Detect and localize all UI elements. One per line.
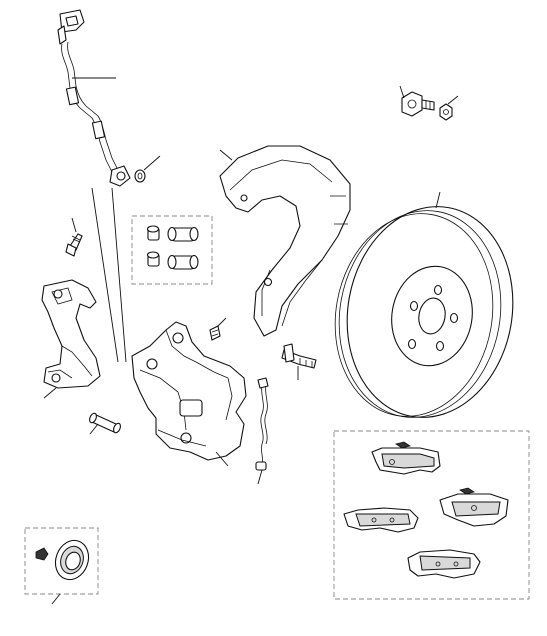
caliper-carrier-icon[interactable] <box>41 279 101 389</box>
guide-pin-kit-icon[interactable] <box>146 225 199 270</box>
brake-pad-set-icon[interactable] <box>343 441 509 579</box>
dust-shield-leader <box>219 149 233 161</box>
sensor-leader <box>257 469 263 485</box>
washer-leader <box>143 155 161 171</box>
top-washer-leader <box>447 95 459 105</box>
piston-seal-kit-box <box>24 527 99 595</box>
seal-kit-icon[interactable] <box>35 536 94 585</box>
wear-sensor-icon[interactable] <box>255 377 269 471</box>
bolt-icon[interactable] <box>401 91 435 117</box>
bleed-leader <box>71 217 77 233</box>
brake-caliper-icon[interactable] <box>131 321 247 461</box>
guide-pin-icon[interactable] <box>88 412 122 434</box>
guide-pin-leader <box>89 423 99 435</box>
caliper-leader <box>215 451 229 467</box>
guide-pin-kit-box <box>131 215 213 285</box>
brake-disc-icon[interactable] <box>319 193 529 430</box>
caliper-screw-icon[interactable] <box>209 325 221 341</box>
disc-leader <box>435 191 441 209</box>
bleed-nipple-icon[interactable] <box>65 233 83 257</box>
brake-pad-set-box <box>333 430 530 600</box>
seal-kit-leader <box>51 593 61 605</box>
carrier-leader-b <box>111 187 127 363</box>
washer-icon[interactable] <box>439 103 453 121</box>
top-bolt-leader <box>399 85 405 99</box>
carrier-leader-a <box>91 187 119 363</box>
caliper-screw-leader <box>217 317 227 327</box>
hose-washer-icon[interactable] <box>134 169 146 183</box>
carrier-bolt-icon[interactable] <box>281 343 317 369</box>
carrier-part-leader <box>43 387 57 399</box>
dust-shield-icon[interactable] <box>219 145 351 337</box>
brake-hose-icon[interactable] <box>57 9 131 187</box>
